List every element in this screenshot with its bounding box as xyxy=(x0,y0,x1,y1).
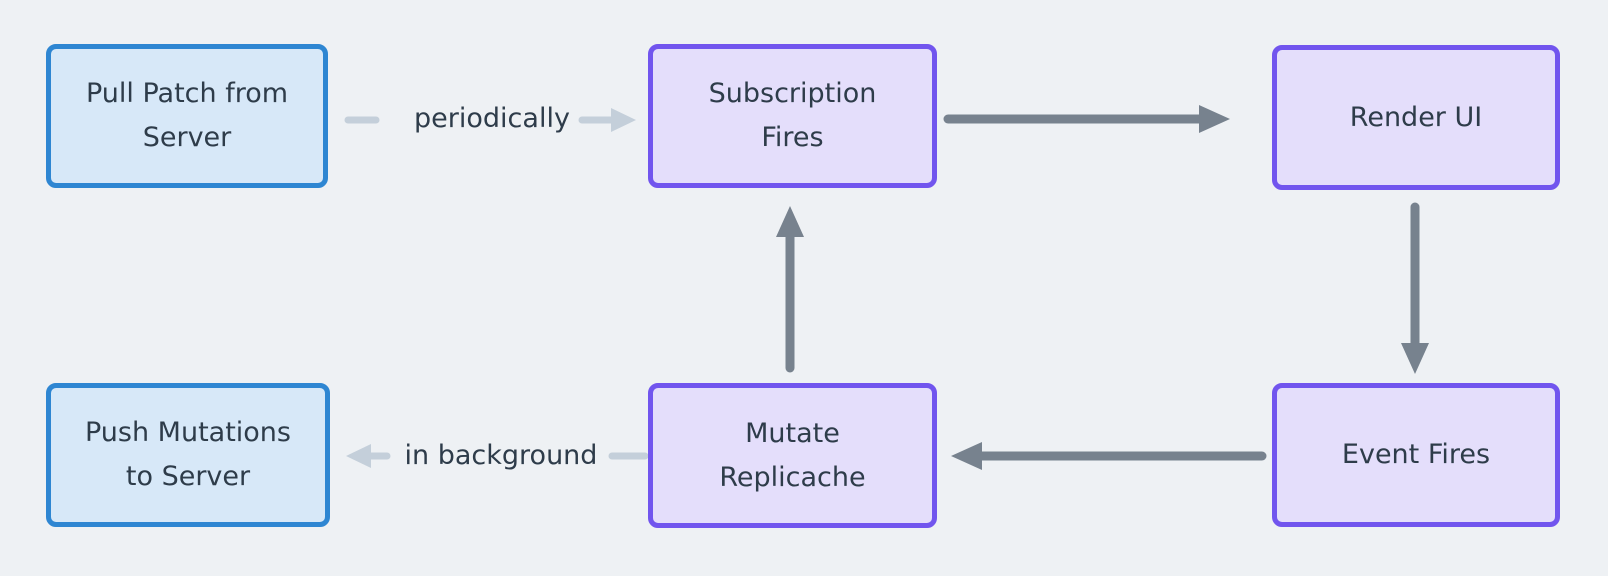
node-label-pull-patch-from-server: Pull Patch from Server xyxy=(85,78,289,153)
edge-label-in-background: in background xyxy=(404,440,598,471)
node-subscription-fires: Subscription Fires xyxy=(648,44,937,188)
node-mutate-replicache: Mutate Replicache xyxy=(648,383,937,528)
node-label-mutate-replicache: Mutate Replicache xyxy=(719,417,866,493)
arrow-subscription-to-render-icon xyxy=(943,105,1230,133)
node-label-subscription-fires: Subscription Fires xyxy=(708,78,877,153)
arrow-render-to-event-icon xyxy=(1401,202,1429,374)
edge-label-periodically: periodically xyxy=(414,103,570,134)
arrow-event-to-mutate-icon xyxy=(951,442,1267,470)
arrow-in-background-to-push-icon xyxy=(346,444,391,468)
node-label-event-fires: Event Fires xyxy=(1341,439,1491,470)
node-render-ui: Render UI xyxy=(1272,45,1560,190)
node-event-fires: Event Fires xyxy=(1272,383,1560,527)
node-label-render-ui: Render UI xyxy=(1349,101,1483,133)
node-label-push-mutations-to-server: Push Mutations to Server xyxy=(84,417,291,492)
node-push-mutations-to-server: Push Mutations to Server xyxy=(46,383,330,527)
node-pull-patch-from-server: Pull Patch from Server xyxy=(46,44,328,188)
arrow-mutate-to-subscription-icon xyxy=(776,206,804,373)
